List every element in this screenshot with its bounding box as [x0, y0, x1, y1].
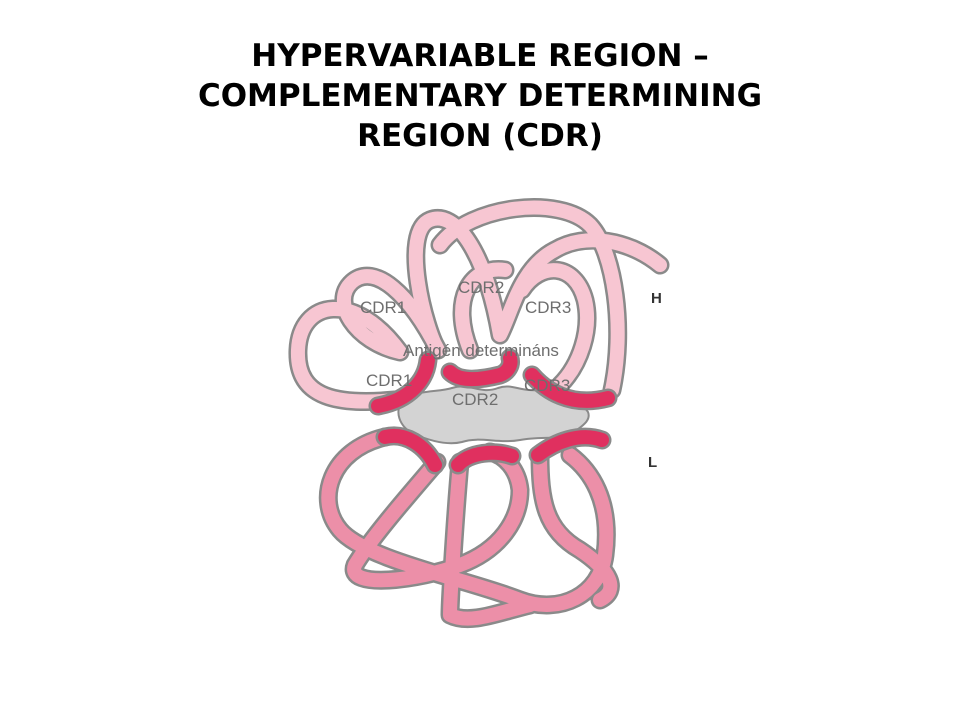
- light-chain-fill: [321, 430, 618, 626]
- light-cdr2-label: CDR2: [452, 390, 498, 409]
- heavy-cdr1-label: CDR1: [360, 298, 406, 317]
- light-cdr1-label: CDR1: [366, 371, 412, 390]
- heavy-cdr1-loop-fill: [371, 353, 435, 413]
- title-line-3: REGION (CDR): [357, 118, 603, 154]
- heavy-chain: [288, 198, 670, 411]
- heavy-cdr3-label: CDR3: [525, 298, 571, 317]
- light-cdr2-loop-fill: [451, 445, 519, 472]
- title-line-2: COMPLEMENTARY DETERMINING: [197, 78, 763, 114]
- heavy-cdr2-loop-fill: [443, 351, 518, 387]
- heavy-cdr2-label: CDR2: [458, 278, 504, 297]
- title-line-1: HYPERVARIABLE REGION –: [251, 38, 709, 74]
- slide-title: HYPERVARIABLE REGION – COMPLEMENTARY DET…: [0, 36, 960, 156]
- heavy-chain-fill-2: [433, 200, 625, 397]
- antigen-determinant-label: Antigén determináns: [403, 341, 559, 360]
- cdr-loops: [368, 348, 618, 475]
- light-chain: [318, 427, 620, 629]
- heavy-chain-label: H: [651, 290, 662, 307]
- light-cdr1-loop-fill: [378, 428, 442, 472]
- light-chain-label: L: [648, 454, 657, 471]
- heavy-cdr3-loop-fill: [525, 368, 615, 408]
- light-cdr3-loop-fill: [531, 430, 609, 462]
- light-cdr3-label: CDR3: [524, 376, 570, 395]
